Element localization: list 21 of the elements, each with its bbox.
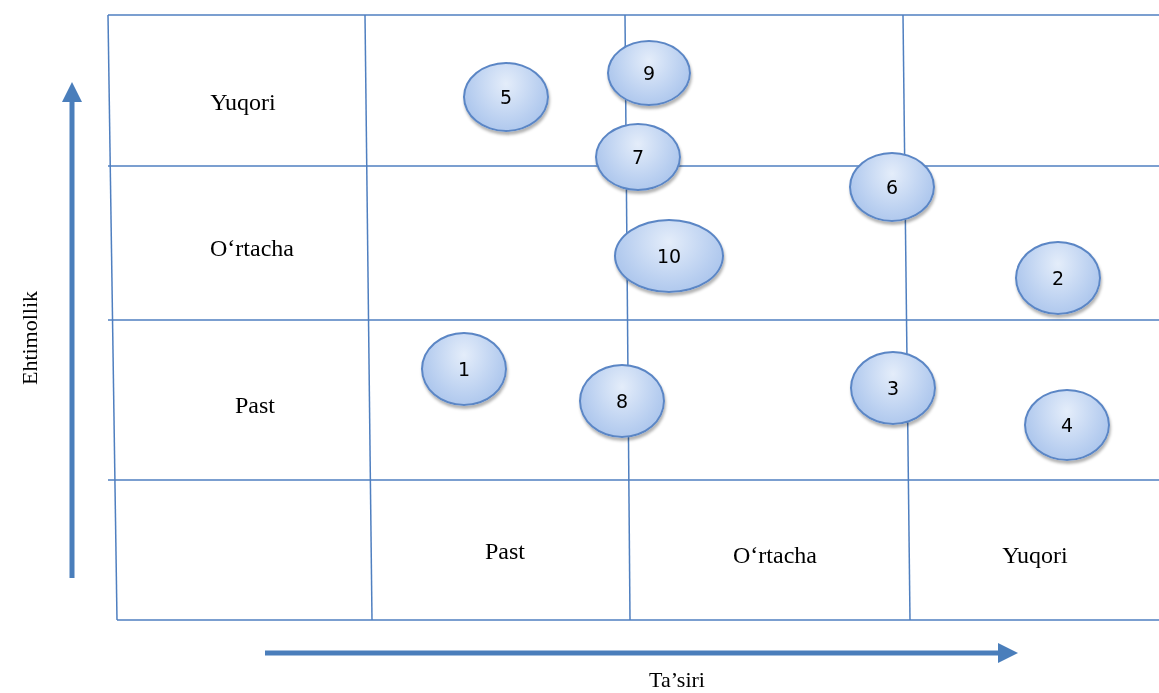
risk-number: 7 — [631, 146, 645, 168]
risk-circle — [463, 62, 549, 132]
row-label: Yuqori — [210, 88, 276, 116]
risk-number: 8 — [615, 390, 629, 412]
risk-number: 10 — [656, 245, 682, 267]
axis-label: Ta’siri — [649, 667, 705, 693]
row-label: O‘rtacha — [210, 234, 294, 262]
axis-label: Ehtimollik — [17, 290, 43, 386]
risk-number: 6 — [885, 176, 899, 198]
risk-circle — [607, 40, 691, 106]
row-label: Past — [235, 391, 275, 419]
risk-number: 2 — [1051, 267, 1065, 289]
column-label: O‘rtacha — [733, 541, 817, 569]
risk-number: 4 — [1060, 414, 1074, 436]
risk-circle — [849, 152, 935, 222]
risk-number: 1 — [457, 358, 471, 380]
column-label: Yuqori — [1002, 541, 1068, 569]
column-label: Past — [485, 537, 525, 565]
risk-number: 3 — [886, 377, 900, 399]
risk-number: 5 — [499, 86, 513, 108]
risk-number: 9 — [642, 62, 656, 84]
